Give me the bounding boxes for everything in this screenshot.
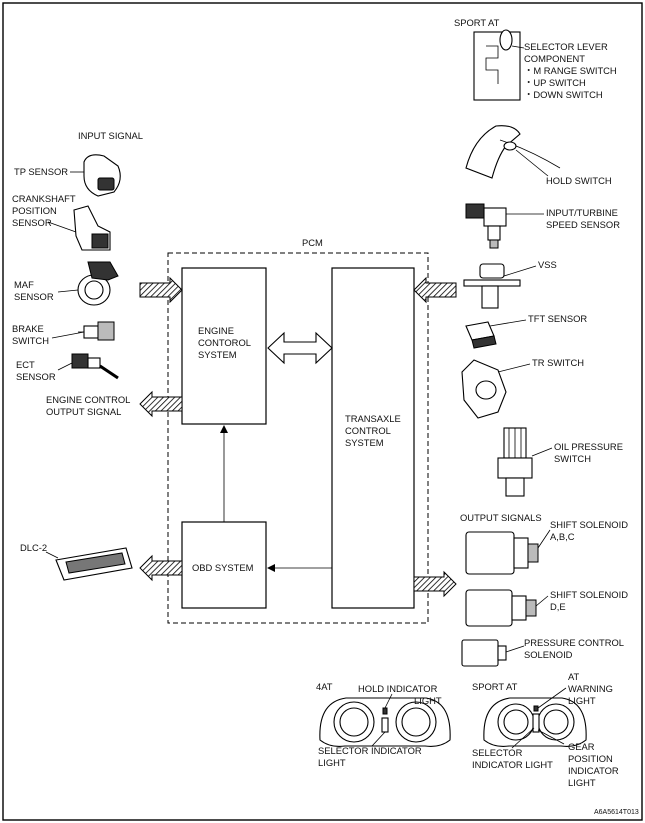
pressure-control-label: SOLENOID — [524, 649, 573, 660]
selector-lever-line: ・UP SWITCH — [524, 77, 586, 88]
hold-switch-group: HOLD SWITCH — [465, 125, 612, 186]
tr-switch-group: TR SWITCH — [461, 357, 584, 419]
cluster-sport-group: SPORT AT AT WARNING LIGHT SELECTOR INDIC… — [472, 671, 619, 788]
hold-indicator-label: LIGHT — [414, 695, 442, 706]
shift-solenoid-abc-icon — [465, 531, 515, 575]
engine-transaxle-bidirectional-arrow — [267, 331, 333, 365]
shift-solenoid-de-group: SHIFT SOLENOID D,E — [465, 589, 628, 627]
oil-pressure-group: OIL PRESSURE SWITCH — [497, 427, 623, 497]
at-warning-label: LIGHT — [568, 695, 596, 706]
gear-position-label: GEAR — [568, 741, 595, 752]
selector-indicator-label: LIGHT — [318, 757, 346, 768]
engine-output-group: ENGINE CONTROL OUTPUT SIGNAL — [46, 394, 130, 417]
tr-switch-label: TR SWITCH — [532, 357, 584, 368]
vss-icon — [479, 263, 505, 279]
crankshaft-label: CRANKSHAFT — [12, 193, 76, 204]
selector-lever-line: SELECTOR LEVER — [524, 41, 608, 52]
input-signal-heading: INPUT SIGNAL — [78, 130, 143, 141]
oil-pressure-label: OIL PRESSURE — [554, 441, 623, 452]
dlc-label: DLC-2 — [20, 542, 47, 553]
maf-label: MAF — [14, 279, 34, 290]
tft-sensor-group: TFT SENSOR — [465, 313, 587, 349]
turbine-sensor-icon — [465, 203, 485, 219]
gear-position-label: LIGHT — [568, 777, 596, 788]
vss-label: VSS — [538, 259, 557, 270]
brake-switch-group: BRAKE SWITCH — [12, 321, 115, 346]
obd-system-label: OBD SYSTEM — [192, 562, 254, 573]
engine-output-label: ENGINE CONTROL — [46, 394, 130, 405]
engine-output-arrow — [139, 390, 183, 418]
oil-pressure-label: SWITCH — [554, 453, 591, 464]
selector-lever-line: ・M RANGE SWITCH — [524, 65, 617, 76]
tp-sensor-group: TP SENSOR — [14, 154, 121, 197]
transaxle-system-line: TRANSAXLE — [345, 413, 401, 424]
gear-position-label: POSITION — [568, 753, 613, 764]
cluster-4at-title: 4AT — [316, 681, 333, 692]
engine-control-system-box: ENGINE CONTOROL SYSTEM — [181, 267, 267, 425]
shift-de-label: D,E — [550, 601, 566, 612]
tp-sensor-label: TP SENSOR — [14, 166, 68, 177]
pcm-label: PCM — [302, 237, 323, 248]
dlc-group: DLC-2 — [20, 542, 133, 581]
ect-sensor-group: ECT SENSOR — [16, 353, 119, 382]
selector-lever-group: SPORT AT SELECTOR LEVER COMPONENT ・M RAN… — [454, 17, 617, 101]
turbine-sensor-group: INPUT/TURBINE SPEED SENSOR — [465, 203, 620, 249]
gear-position-label: INDICATOR — [568, 765, 619, 776]
crankshaft-label: POSITION — [12, 205, 57, 216]
selector-indicator-label: SELECTOR INDICATOR — [318, 745, 422, 756]
sport-at-top-label: SPORT AT — [454, 17, 500, 28]
at-warning-label: WARNING — [568, 683, 613, 694]
engine-system-line: SYSTEM — [198, 349, 237, 360]
pressure-control-group: PRESSURE CONTROL SOLENOID — [461, 637, 624, 667]
transaxle-system-line: CONTROL — [345, 425, 391, 436]
pressure-control-icon — [461, 639, 499, 667]
cluster-sport-title: SPORT AT — [472, 681, 518, 692]
transaxle-system-line: SYSTEM — [345, 437, 384, 448]
maf-label: SENSOR — [14, 291, 54, 302]
at-warning-label: AT — [568, 671, 580, 682]
crankshaft-sensor-group: CRANKSHAFT POSITION SENSOR — [12, 193, 111, 251]
hold-switch-label: HOLD SWITCH — [546, 175, 612, 186]
transaxle-input-arrow — [413, 276, 457, 304]
tft-label: TFT SENSOR — [528, 313, 587, 324]
sport-selector-label: INDICATOR LIGHT — [472, 759, 553, 770]
engine-system-line: CONTOROL — [198, 337, 251, 348]
maf-sensor-group: MAF SENSOR — [14, 261, 119, 306]
turbine-label: INPUT/TURBINE — [546, 207, 618, 218]
dlc-arrow — [139, 554, 183, 582]
cluster-4at-group: 4AT HOLD INDICATOR LIGHT SELECTOR INDICA… — [316, 681, 451, 768]
shift-de-label: SHIFT SOLENOID — [550, 589, 628, 600]
shift-solenoid-abc-group: SHIFT SOLENOID A,B,C — [465, 519, 628, 575]
figure-code: A6A5614T013 — [594, 809, 639, 816]
vss-group: VSS — [463, 259, 557, 309]
shift-solenoid-de-icon — [465, 589, 513, 627]
selector-lever-line: ・DOWN SWITCH — [524, 89, 603, 100]
brake-switch-icon — [83, 325, 99, 339]
hold-switch-icon — [465, 125, 521, 179]
maf-input-arrow — [139, 276, 183, 304]
pcm-boundary — [167, 252, 429, 624]
shift-abc-label: A,B,C — [550, 531, 575, 542]
shift-abc-label: SHIFT SOLENOID — [550, 519, 628, 530]
sport-selector-label: SELECTOR — [472, 747, 523, 758]
crankshaft-label: SENSOR — [12, 217, 52, 228]
output-signals-heading: OUTPUT SIGNALS — [460, 512, 542, 523]
obd-system-box: OBD SYSTEM — [181, 521, 267, 609]
hold-indicator-label: HOLD INDICATOR — [358, 683, 438, 694]
brake-label: BRAKE — [12, 323, 44, 334]
turbine-label: SPEED SENSOR — [546, 219, 620, 230]
ect-label: ECT — [16, 359, 35, 370]
transaxle-control-system-box: TRANSAXLE CONTROL SYSTEM — [331, 267, 415, 609]
ect-label: SENSOR — [16, 371, 56, 382]
ect-sensor-icon — [71, 353, 89, 369]
selector-lever-line: COMPONENT — [524, 53, 585, 64]
engine-output-label: OUTPUT SIGNAL — [46, 406, 121, 417]
selector-lever-icon — [473, 31, 521, 101]
transaxle-output-arrow — [413, 570, 457, 598]
brake-label: SWITCH — [12, 335, 49, 346]
engine-system-line: ENGINE — [198, 325, 234, 336]
pressure-control-label: PRESSURE CONTROL — [524, 637, 624, 648]
